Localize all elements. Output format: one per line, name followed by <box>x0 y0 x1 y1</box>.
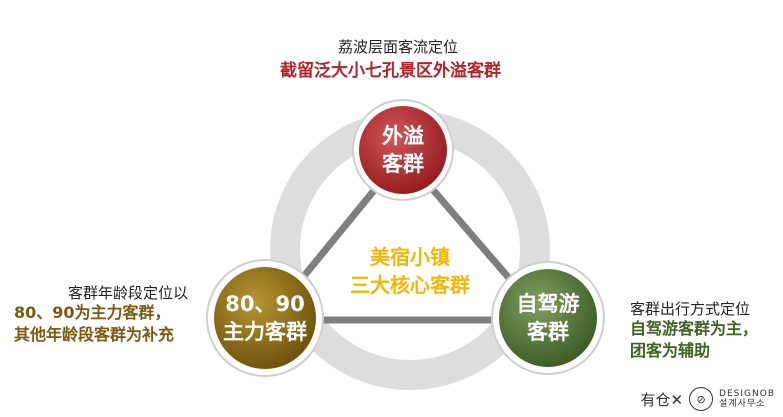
center-line2: 三大核心客群 <box>350 273 470 297</box>
left-line1: 80、90为主力客群， <box>14 303 171 322</box>
node-top-circle <box>352 99 454 201</box>
right-subtitle: 客群出行方式定位 <box>630 300 751 318</box>
right-line2: 团客为辅助 <box>630 341 711 360</box>
left-subtitle: 客群年龄段定位以 <box>68 284 189 302</box>
node-top-label: 外溢 客群 <box>363 122 443 178</box>
top-headline: 截留泛大小七孔景区外溢客群 <box>280 61 501 81</box>
node-right-line2: 客群 <box>527 320 569 344</box>
center-label: 美宿小镇 三大核心客群 <box>340 243 480 299</box>
node-left-line1: 80、90 <box>225 292 305 316</box>
left-line2: 其他年龄段客群为补充 <box>14 325 175 344</box>
node-left-circle <box>206 259 324 377</box>
node-top-line1: 外溢 <box>382 124 424 148</box>
right-line1: 自驾游客群为主， <box>630 319 759 338</box>
watermark-logo-icon: ⊘ <box>689 387 714 411</box>
watermark-text: 有仓✕ <box>640 390 684 409</box>
node-right-line1: 自驾游 <box>516 292 580 316</box>
triangle-connector <box>264 151 549 324</box>
watermark-logo-sub: 설계사무소 <box>719 399 766 409</box>
node-right-circle <box>491 261 605 375</box>
watermark-logo-text: DESIGNOB 설계사무소 <box>719 389 775 409</box>
node-right-label: 自驾游 客群 <box>498 290 598 346</box>
watermark: 有仓✕ ⊘ DESIGNOB 설계사무소 <box>640 387 775 411</box>
node-left-line2: 主力客群 <box>223 320 307 344</box>
top-subtitle: 荔波层面客流定位 <box>338 38 459 56</box>
node-left-label: 80、90 主力客群 <box>210 290 320 346</box>
watermark-logo-main: DESIGNOB <box>719 389 775 399</box>
node-top-line2: 客群 <box>382 152 424 176</box>
center-line1: 美宿小镇 <box>370 245 450 269</box>
